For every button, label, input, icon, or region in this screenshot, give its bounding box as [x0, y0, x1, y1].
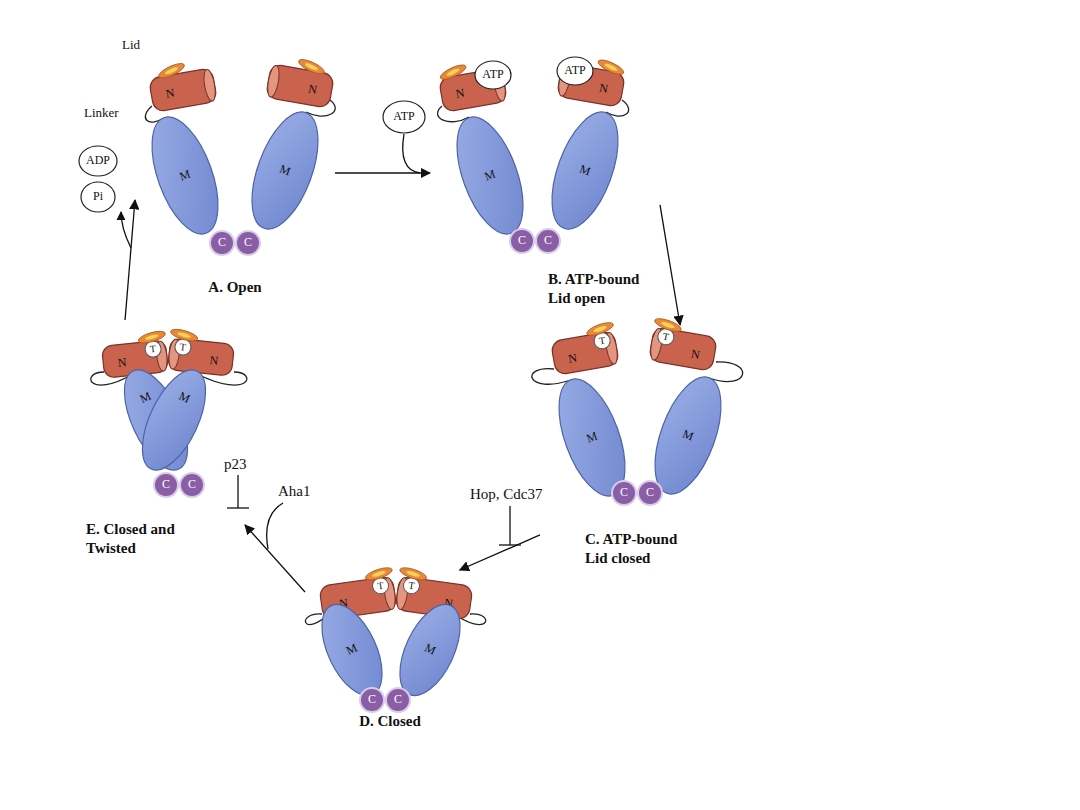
state-group: B. ATP-bound Lid openNATPNATPMMCC	[430, 50, 660, 310]
n-domain: NT	[549, 330, 620, 377]
molecule-label: ATP	[482, 68, 503, 82]
domain-letter: N	[165, 87, 176, 102]
annotation-label: Linker	[84, 106, 119, 121]
m-domain: M	[442, 107, 537, 244]
cycle-arrow	[660, 205, 680, 325]
cycle-arrow	[125, 200, 135, 320]
state-caption: B. ATP-bound Lid open	[548, 270, 656, 308]
c-domain: C	[509, 228, 535, 254]
nucleotide-circle: ATP	[556, 56, 594, 86]
linker-line	[709, 362, 743, 382]
annotation-label: Aha1	[278, 483, 311, 500]
n-domain-outline	[147, 67, 218, 114]
c-domain: C	[385, 687, 411, 713]
domain-letter: N	[567, 351, 578, 366]
n-domain: N	[264, 63, 335, 110]
domain-letter: C	[518, 234, 526, 248]
c-domain: C	[179, 472, 205, 498]
m-domain: M	[237, 102, 332, 239]
c-domain: C	[235, 230, 261, 256]
domain-letter: C	[218, 236, 226, 250]
n-domain-outline	[166, 337, 235, 378]
aha1-curve	[267, 503, 283, 549]
state-group: C. ATP-bound Lid closedNTTNMMCC	[540, 325, 750, 570]
molecule-label: ATP	[564, 64, 585, 78]
molecule-label: ADP	[86, 154, 110, 168]
n-domain-outline	[647, 326, 718, 373]
c-domain: C	[153, 472, 179, 498]
c-domain: C	[359, 687, 385, 713]
nucleotide-circle: ATP	[474, 60, 512, 90]
domain-letter: C	[544, 234, 552, 248]
state-caption: A. Open	[180, 278, 290, 297]
state-caption: E. Closed and Twisted	[86, 520, 196, 558]
cycle-arrow	[245, 525, 305, 592]
domain-letter: T	[149, 343, 156, 355]
annotation-label: Lid	[122, 38, 140, 53]
nucleotide-circle: Pi	[80, 181, 116, 213]
domain-letter: C	[620, 486, 628, 500]
state-group: E. Closed and TwistedNTTNMMCC	[80, 320, 245, 560]
molecule-label: Pi	[93, 190, 103, 204]
state-group: A. OpenNNMMCC	[135, 50, 335, 310]
domain-letter: N	[209, 354, 219, 369]
inhibition-bar	[227, 507, 249, 508]
m-domain: M	[137, 107, 232, 244]
c-domain: C	[637, 480, 663, 506]
atp-entry-curve	[403, 134, 420, 173]
state-group: D. ClosedNTTNMMCC	[305, 570, 475, 735]
annotation-label: p23	[224, 456, 247, 473]
domain-letter: N	[455, 87, 466, 102]
release-curve	[121, 212, 131, 248]
domain-letter: C	[244, 236, 252, 250]
cycle-arrow	[460, 535, 540, 570]
state-caption: D. Closed	[340, 712, 440, 731]
domain-letter: N	[117, 356, 127, 371]
annotation-label: Hop, Cdc37	[470, 486, 543, 503]
domain-letter: C	[394, 693, 402, 707]
cycle-arrow	[335, 172, 430, 173]
domain-letter: C	[188, 478, 196, 492]
domain-letter: C	[368, 693, 376, 707]
nucleotide-circle: ATP	[382, 100, 426, 134]
n-domain: N	[147, 67, 218, 114]
domain-letter: T	[179, 341, 186, 353]
inhibition-stem	[237, 475, 238, 508]
domain-letter: C	[646, 486, 654, 500]
inhibition-stem	[509, 506, 510, 545]
molecule-label: ATP	[393, 110, 414, 124]
c-domain: C	[209, 230, 235, 256]
c-domain: C	[611, 480, 637, 506]
connector-layer	[125, 173, 680, 592]
nucleotide-circle: ADP	[78, 145, 118, 177]
state-caption: C. ATP-bound Lid closed	[585, 530, 695, 568]
m-domain: M	[537, 102, 632, 239]
n-domain-outline	[549, 330, 620, 377]
n-domain: TN	[166, 337, 235, 378]
domain-letter: C	[162, 478, 170, 492]
n-domain: TN	[647, 326, 718, 373]
c-domain: C	[535, 228, 561, 254]
n-domain-outline	[264, 63, 335, 110]
linker-lines	[91, 100, 743, 625]
